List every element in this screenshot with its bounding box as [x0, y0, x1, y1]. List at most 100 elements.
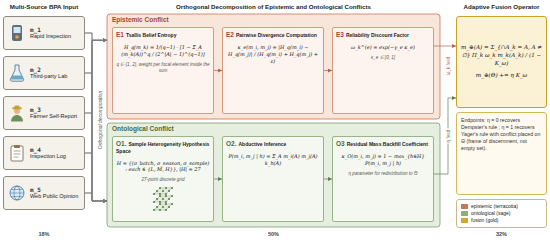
clipboard-icon	[7, 143, 27, 163]
connector-arrow	[85, 73, 107, 201]
step-id: O2.	[226, 140, 236, 147]
formula: κ_e(m_i, m_j) = |H_q(m_i) − H_q(m_j)| / …	[226, 44, 320, 64]
grid-layer	[153, 203, 173, 211]
source-id: m_2	[30, 66, 81, 73]
connector-arrow	[85, 33, 107, 40]
source-id: m_4	[30, 146, 81, 153]
column-header: Adaptive Fusion Operator	[464, 3, 540, 10]
edge-label: ω_k feed	[446, 56, 451, 77]
globe-parallels	[10, 190, 24, 197]
step-note: η parameter for redistribution to Θ	[336, 171, 430, 177]
legend-swatch	[461, 204, 468, 209]
step-box: O2.Abductive InferenceP(m_i, m_j | h) = …	[222, 136, 324, 222]
step-id: E3	[336, 31, 344, 38]
source-box: m_1Rapid Inspection	[3, 16, 85, 50]
flask-glass	[10, 65, 23, 81]
step-title: Residual Mass Backfill Coefficient	[347, 141, 428, 147]
source-box: m_3Farmer Self-Report	[3, 96, 85, 130]
step-box: E2Pairwise Divergence Computation κ_e(m_i…	[222, 27, 324, 114]
connector-arrow	[434, 98, 456, 174]
grid-layer	[153, 187, 173, 195]
edge-label: η feed	[446, 129, 451, 144]
step-note: κ_e ∈ [0, 1]	[336, 55, 430, 61]
farmer-icon	[7, 103, 27, 123]
source-name: Farmer Self-Report	[30, 113, 81, 119]
lab-flask-icon	[7, 63, 27, 83]
connector-arrow	[85, 40, 107, 73]
globe-icon	[7, 183, 27, 203]
formula: H_q(m_k) = 1/(q−1) · [1 − Σ_A (m_k(A))^q…	[116, 44, 210, 58]
source-box: m_2Third-party Lab	[3, 56, 85, 90]
source-box: m_4Inspection Log	[3, 136, 85, 170]
clipboard-clip	[14, 145, 20, 148]
width-share: 32%	[496, 231, 507, 237]
panel-title: Ontological Conflict	[112, 125, 435, 133]
source-name: Rapid Inspection	[30, 33, 81, 39]
step-box: E3Reliability Discount Factor ω_k^(e) = e…	[332, 27, 434, 114]
formula: m_⊕(Θ) += η K_ω	[461, 72, 542, 80]
connector-arrow	[214, 70, 222, 71]
ontological-panel: Ontological ConflictO1.Sample Heterogene…	[107, 123, 440, 227]
connector-arrow	[85, 33, 107, 201]
note-box: Endpoints: η = 0 recovers Dempster's rul…	[456, 112, 547, 195]
source-name: Inspection Log	[30, 153, 81, 159]
step-title: Abductive Inference	[238, 141, 286, 147]
connector-arrow	[85, 113, 107, 201]
step-id: O3	[336, 140, 345, 147]
flask-liquid	[11, 76, 24, 80]
legend-text: ontological (sage)	[471, 210, 510, 216]
formula: ω_k^(e) = exp(−γ_e κ_e)	[336, 44, 430, 51]
width-share: 50%	[268, 231, 279, 237]
step-title: Pairwise Divergence Computation	[236, 32, 317, 38]
step-id: E1	[116, 31, 124, 38]
panel-title: Epistemic Conflict	[112, 16, 435, 24]
device-body	[12, 25, 22, 41]
legend-text: epistemic (terracotta)	[471, 203, 518, 209]
step-title: Sample Heterogeneity Hypothesis Space	[116, 141, 209, 154]
step-title: Tsallis Belief Entropy	[126, 32, 176, 38]
formula: P(m_i, m_j | h) = Σ_A m_i(A) m_j(A) k_h(…	[226, 153, 320, 167]
connector-arrow	[214, 179, 222, 180]
formula: κ_O(m_i, m_j) = 1 − max_{h∈H} P(m_i, m_j…	[336, 153, 430, 167]
clipboard-board	[11, 146, 23, 161]
fusion-box: m_⊕(A) = Σ_{∩A_k = A, A ≠ ∅} Π_k ω_k m_k…	[456, 16, 547, 108]
legend-item: fusion (gold)	[461, 217, 542, 224]
step-box: O1.Sample Heterogeneity Hypothesis Space…	[112, 136, 214, 222]
side-label: Orthogonal decomposition	[97, 91, 103, 149]
farmer-body	[11, 115, 23, 122]
step-box: O3Residual Mass Backfill Coefficient κ_O(…	[332, 136, 434, 222]
step-title: Reliability Discount Factor	[346, 32, 409, 38]
connector-arrow	[85, 193, 107, 201]
formula: H = {(σ_batch, σ_season, σ_sample) : eac…	[116, 160, 210, 174]
column-header: Multi-Source BPA Input	[10, 3, 78, 10]
legend-box: epistemic (terracotta)ontological (sage)…	[456, 199, 547, 228]
legend-swatch	[461, 211, 468, 216]
clipboard-lines	[14, 151, 21, 157]
connector-arrow	[324, 70, 332, 71]
device-button	[15, 35, 19, 39]
width-share: 18%	[38, 231, 49, 237]
source-name: Web Public Opinion	[30, 193, 81, 199]
step-id: O1.	[116, 140, 126, 147]
source-box: m_5Web Public Opinion	[3, 176, 85, 210]
connector-arrow	[324, 179, 332, 180]
globe-outline	[10, 186, 24, 200]
source-id: m_3	[30, 106, 81, 113]
connector-arrow	[434, 46, 456, 47]
source-id: m_5	[30, 186, 81, 193]
connector-arrow	[85, 40, 107, 113]
source-name: Third-party Lab	[30, 73, 81, 79]
legend-item: ontological (sage)	[461, 210, 542, 217]
panel-fill	[107, 123, 440, 227]
step-id: E2	[226, 31, 234, 38]
connector-arrow	[85, 40, 107, 153]
connector-arrow	[85, 153, 107, 201]
step-note: 27-point discrete grid	[116, 177, 210, 183]
connector-arrow	[85, 40, 107, 193]
legend-text: fusion (gold)	[471, 217, 499, 223]
handheld-tester-icon	[7, 23, 27, 43]
farmer-hat-top	[15, 106, 20, 109]
legend-swatch	[461, 218, 468, 223]
legend-item: epistemic (terracotta)	[461, 203, 542, 210]
epistemic-panel: Epistemic ConflictE1Tsallis Belief Entro…	[107, 14, 440, 119]
